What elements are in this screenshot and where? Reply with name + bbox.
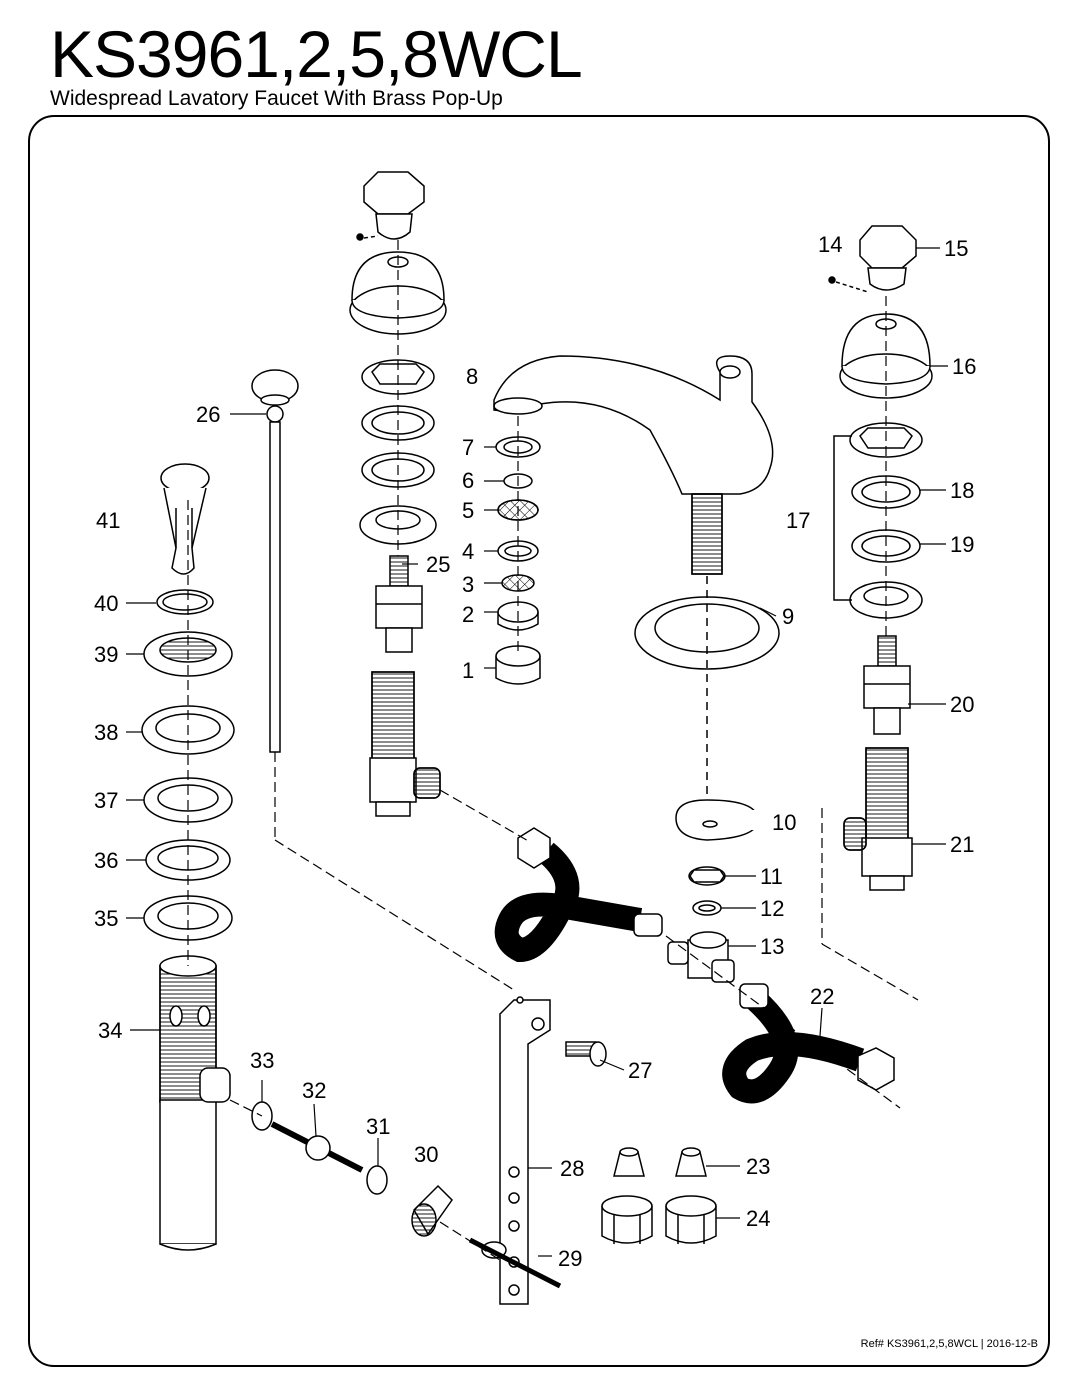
callout-labels: 1 2 3 4 5 6 7 8 9 10 11 12 13 14 15 16 1… (94, 232, 976, 1271)
callout-21: 21 (950, 832, 974, 857)
drain-stopper (160, 463, 210, 575)
callout-10: 10 (772, 810, 796, 835)
callout-26: 26 (196, 402, 220, 427)
callout-28: 28 (560, 1156, 584, 1181)
lift-rod (251, 369, 299, 753)
pivot-rod (270, 1121, 364, 1173)
callout-24: 24 (746, 1206, 770, 1231)
spout-nut (688, 866, 726, 886)
spout (493, 355, 774, 575)
callout-25: 25 (426, 552, 450, 577)
left-handle (356, 171, 425, 241)
tee-fitting (667, 931, 735, 983)
callout-3: 3 (462, 572, 474, 597)
callout-4: 4 (462, 539, 474, 564)
callout-34: 34 (98, 1018, 122, 1043)
spout-bracket (675, 799, 760, 841)
model-number: KS3961,2,5,8WCL (50, 17, 583, 91)
right-valve-body (843, 747, 913, 891)
callout-9: 9 (782, 604, 794, 629)
right-handle (828, 225, 917, 293)
callout-16: 16 (952, 354, 976, 379)
callout-32: 32 (302, 1078, 326, 1103)
compression-sleeve-right (675, 1147, 707, 1177)
aerator-housing (495, 645, 541, 685)
callout-19: 19 (950, 532, 974, 557)
right-supply-hose (722, 983, 895, 1104)
drain-body (159, 955, 231, 1251)
callout-20: 20 (950, 692, 974, 717)
callout-7: 7 (462, 435, 474, 460)
callout-29: 29 (558, 1246, 582, 1271)
callout-27: 27 (628, 1058, 652, 1083)
callout-11: 11 (760, 864, 783, 889)
callout-40: 40 (94, 591, 118, 616)
left-valve-body (369, 671, 441, 817)
callout-39: 39 (94, 642, 118, 667)
reference-number: Ref# KS3961,2,5,8WCL | 2016-12-B (860, 1338, 1038, 1350)
callout-2: 2 (462, 602, 474, 627)
compression-sleeve-left (613, 1147, 645, 1177)
callout-17: 17 (786, 508, 810, 533)
diagram-frame (28, 115, 1050, 1367)
callout-30: 30 (414, 1142, 438, 1167)
callout-38: 38 (94, 720, 118, 745)
callout-18: 18 (950, 478, 974, 503)
pivot-washer-2 (366, 1165, 388, 1195)
pivot-nut (411, 1184, 453, 1237)
left-supply-hose (494, 827, 663, 963)
callout-8: 8 (466, 364, 478, 389)
compression-nut-left (601, 1195, 653, 1244)
callout-36: 36 (94, 848, 118, 873)
callout-14: 14 (818, 232, 842, 257)
left-cartridge (375, 555, 423, 653)
callout-31: 31 (366, 1114, 390, 1139)
callout-13: 13 (760, 934, 784, 959)
callout-15: 15 (944, 236, 968, 261)
callout-1: 1 (462, 658, 474, 683)
strap-screw (565, 1041, 607, 1067)
callout-35: 35 (94, 906, 118, 931)
right-cartridge (863, 635, 911, 735)
product-subtitle: Widespread Lavatory Faucet With Brass Po… (50, 87, 503, 110)
callout-37: 37 (94, 788, 118, 813)
compression-nut-right (665, 1195, 717, 1244)
callout-5: 5 (462, 498, 474, 523)
spring-clip (468, 1237, 562, 1289)
callout-23: 23 (746, 1154, 770, 1179)
callout-22: 22 (810, 984, 834, 1009)
callout-33: 33 (250, 1048, 274, 1073)
callout-6: 6 (462, 468, 474, 493)
callout-41: 41 (96, 508, 120, 533)
callout-12: 12 (760, 896, 784, 921)
